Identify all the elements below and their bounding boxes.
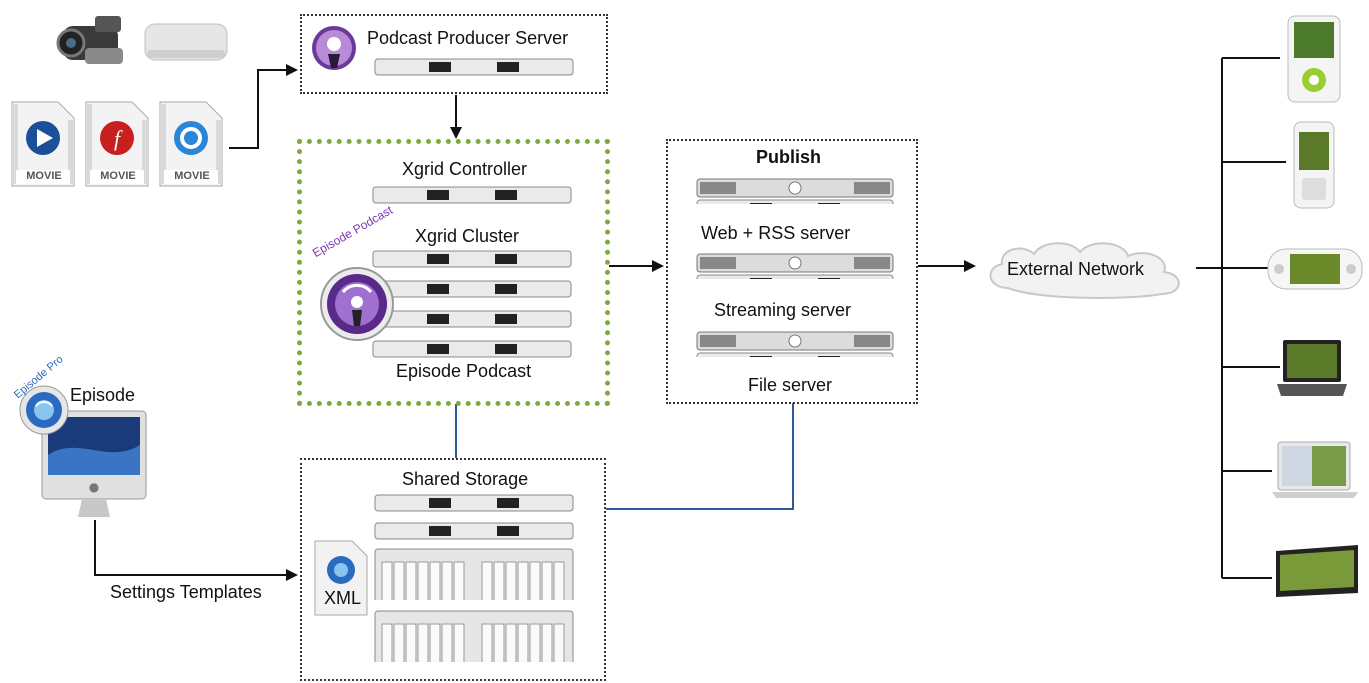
episode-podcast-label: Episode Podcast	[396, 361, 532, 381]
xml-file-icon[interactable]	[312, 538, 370, 618]
podcast-icon	[312, 26, 356, 70]
movie-badge: MOVIE	[26, 170, 62, 182]
psp-icon[interactable]	[1266, 245, 1364, 293]
camcorder-icon	[56, 16, 123, 64]
xgrid-cluster-label: Xgrid Cluster	[415, 226, 520, 246]
episode-pro-badge-icon	[19, 385, 69, 435]
publish-title: Publish	[756, 147, 822, 167]
sources-to-producer-arrow	[229, 64, 298, 149]
podcast-producer-box[interactable]: Podcast Producer Server	[300, 14, 608, 94]
storage-servers-icon	[374, 494, 574, 540]
laptop-icon[interactable]	[1275, 338, 1349, 400]
web-rss-server-label: Web + RSS server	[701, 223, 851, 243]
file-server-icon	[696, 331, 894, 357]
xml-label: XML	[324, 588, 362, 608]
movie-file-windows-media[interactable]	[8, 98, 78, 190]
xgrid-controller-label: Xgrid Controller	[402, 159, 528, 179]
xserve-raid-icon	[374, 610, 574, 662]
svg-text:●: ●	[89, 480, 99, 494]
cluster-servers-icon	[372, 250, 572, 358]
episode-podcast-badge-icon	[320, 267, 394, 341]
external-network-label: External Network	[1007, 259, 1145, 279]
xgrid-cluster-box[interactable]: Xgrid Controller Xgrid Cluster Episode P…	[297, 139, 610, 406]
macbook-icon[interactable]	[1270, 440, 1360, 500]
publish-box[interactable]: Publish Web + RSS server Streaming serve…	[666, 139, 918, 404]
movie-badge: MOVIE	[174, 170, 210, 182]
ipod-nano-icon[interactable]	[1284, 14, 1346, 104]
movie-files-group: f MOVIE MOVIE MOVIE	[8, 98, 233, 190]
phone-icon[interactable]	[1290, 120, 1340, 210]
svg-text:f: f	[114, 126, 123, 151]
shared-storage-box[interactable]: Shared Storage XML	[300, 458, 606, 681]
streaming-server-icon	[696, 253, 894, 279]
storage-to-publish-line	[606, 403, 794, 510]
streaming-server-label: Streaming server	[714, 300, 852, 320]
imac-icon[interactable]: ●	[38, 405, 148, 520]
file-server-label: File server	[748, 375, 833, 395]
movie-badge: MOVIE	[100, 170, 136, 182]
xgrid-controller-server-icon	[372, 186, 572, 204]
podcast-producer-title: Podcast Producer Server	[367, 28, 569, 48]
xserve-raid-icon	[374, 548, 574, 600]
web-rss-server-icon	[696, 178, 894, 204]
shared-storage-title: Shared Storage	[402, 469, 529, 489]
tv-icon[interactable]	[1272, 543, 1362, 601]
movie-file-flash[interactable]: f	[82, 98, 152, 190]
episode-to-storage-arrow	[94, 520, 298, 581]
episode-label: Episode	[70, 385, 136, 405]
cloud-icon	[989, 242, 1180, 299]
movie-file-quicktime[interactable]	[156, 98, 226, 190]
server-icon	[374, 58, 574, 76]
mac-mini-icon	[144, 23, 228, 61]
settings-templates-label: Settings Templates	[110, 582, 262, 602]
